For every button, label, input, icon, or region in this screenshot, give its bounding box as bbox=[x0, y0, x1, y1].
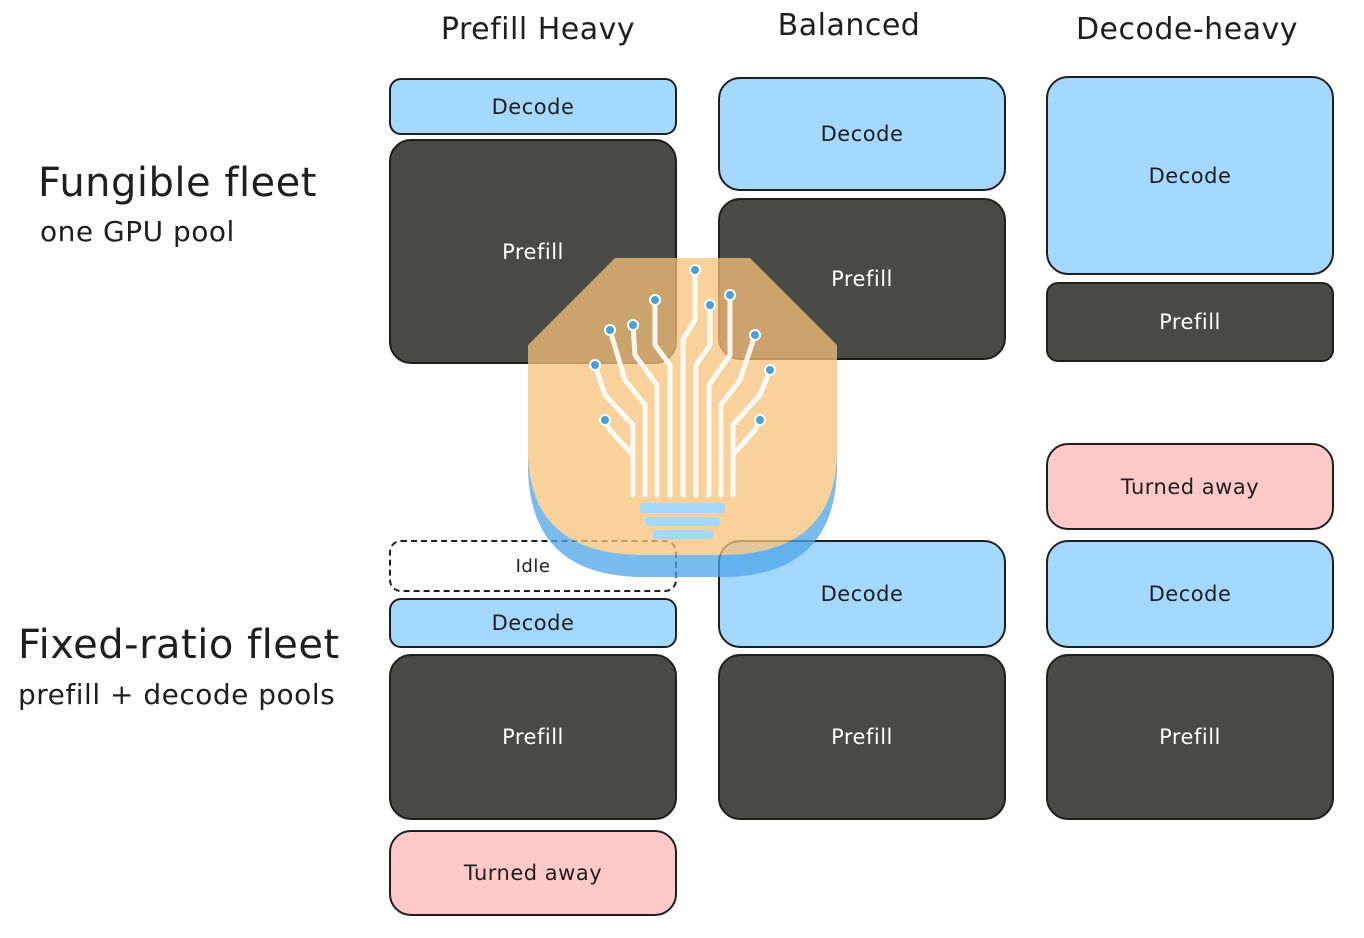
box-label: Decode bbox=[491, 94, 575, 119]
box-label: Prefill bbox=[831, 267, 893, 291]
box-label: Prefill bbox=[1159, 310, 1221, 334]
fixed-decode-heavy-decode: Decode bbox=[1046, 540, 1334, 648]
fixed-prefill-heavy-decode: Decode bbox=[389, 598, 677, 648]
fixed-balanced-decode: Decode bbox=[718, 540, 1006, 648]
box-label: Decode bbox=[1148, 163, 1232, 188]
row-subtitle-fungible: one GPU pool bbox=[40, 215, 235, 248]
column-header-balanced: Balanced bbox=[777, 8, 921, 43]
column-header-decode-heavy: Decode-heavy bbox=[1075, 12, 1299, 47]
fungible-balanced-decode: Decode bbox=[718, 77, 1006, 191]
box-label: Idle bbox=[515, 555, 551, 577]
row-title-fixed: Fixed-ratio fleet bbox=[18, 622, 340, 668]
box-label: Decode bbox=[1148, 582, 1232, 606]
box-label: Turned away bbox=[1120, 474, 1260, 499]
box-label: Decode bbox=[491, 611, 575, 635]
box-label: Prefill bbox=[502, 725, 564, 749]
fungible-decode-heavy-decode: Decode bbox=[1046, 76, 1334, 275]
fixed-balanced-prefill: Prefill bbox=[718, 654, 1006, 820]
fixed-prefill-heavy-prefill: Prefill bbox=[389, 654, 677, 820]
fungible-prefill-heavy-prefill: Prefill bbox=[389, 139, 677, 364]
column-header-prefill-heavy: Prefill Heavy bbox=[440, 12, 636, 47]
fixed-decode-heavy-turned-away: Turned away bbox=[1046, 443, 1334, 530]
box-label: Decode bbox=[820, 122, 904, 146]
box-label: Prefill bbox=[1159, 725, 1221, 749]
box-label: Turned away bbox=[463, 861, 603, 885]
fixed-decode-heavy-prefill: Prefill bbox=[1046, 654, 1334, 820]
fungible-prefill-heavy-decode: Decode bbox=[389, 78, 677, 135]
row-subtitle-fixed: prefill + decode pools bbox=[18, 678, 336, 711]
row-title-fungible: Fungible fleet bbox=[38, 160, 317, 206]
box-label: Prefill bbox=[831, 725, 893, 749]
fixed-prefill-heavy-turned-away: Turned away bbox=[389, 830, 677, 916]
circuit-lightbulb-icon bbox=[528, 258, 837, 577]
fungible-decode-heavy-prefill: Prefill bbox=[1046, 282, 1334, 362]
box-label: Decode bbox=[820, 582, 904, 606]
box-label: Prefill bbox=[502, 239, 564, 264]
